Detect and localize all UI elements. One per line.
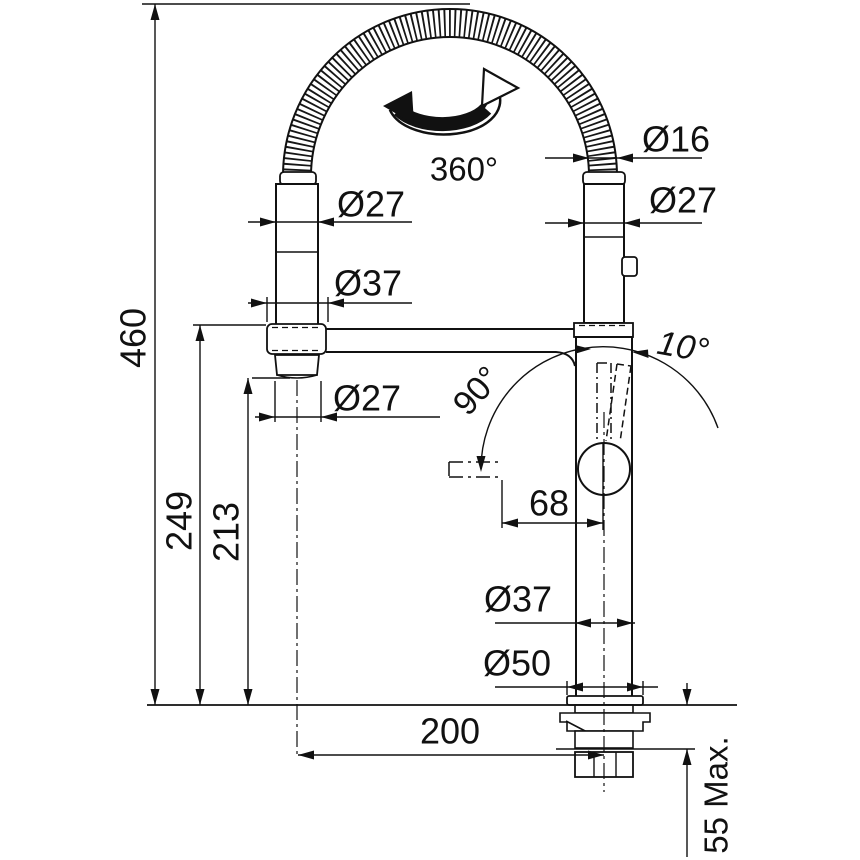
dim-body-top-diameter-label: Ø27 (649, 180, 717, 221)
dim-spout-height-label: 249 (159, 491, 200, 551)
mounting-base (559, 695, 651, 778)
dim-head-top-diameter-label: Ø27 (337, 184, 405, 225)
base-escutcheon-plate (566, 695, 644, 706)
rotation-360-icon (383, 67, 521, 136)
lever-vertical-position (596, 362, 612, 441)
rotation-arrowhead-solid (383, 91, 414, 124)
swivel-arm (326, 328, 576, 367)
spray-head-cylinder (275, 183, 319, 326)
flex-hose-arch (282, 8, 618, 177)
dim-outlet-height-label: 213 (206, 502, 247, 562)
centerlines (296, 380, 605, 792)
docking-collar-dashes (272, 326, 321, 352)
dim-lever-length-label: 68 (529, 483, 569, 524)
dim-hose-diameter-label: Ø16 (642, 119, 710, 160)
body-top-cylinder (583, 183, 625, 324)
spray-outlet (274, 354, 320, 376)
rotation-arrowhead-open (480, 67, 521, 108)
hose-ribs (283, 9, 617, 177)
dim-spout-reach-label: 200 (420, 711, 480, 752)
dim-holder-diameter-label: Ø37 (334, 263, 402, 304)
faucet-body (573, 171, 638, 699)
lever-swing-angle-label: 90° (446, 359, 509, 423)
spray-outlet-mouth (276, 374, 318, 379)
dim-outlet-diameter-label: Ø27 (333, 378, 401, 419)
dim-counter-thickness-label: 55 Max. (698, 736, 735, 853)
lever-horizontal-position (448, 461, 502, 478)
lever-tilt-angle-label: 10° (654, 324, 711, 370)
side-button (621, 256, 638, 277)
dim-total-height-label: 460 (113, 308, 154, 368)
spray-head (266, 171, 327, 379)
hose-outline (282, 8, 618, 177)
dim-base-diameter-label: Ø50 (483, 643, 551, 684)
base-clamp-bracket (559, 712, 651, 732)
swivel-angle-label: 360° (430, 151, 498, 188)
lever-tilted-position (605, 363, 632, 443)
dim-body-diameter-label: Ø37 (484, 579, 552, 620)
docking-collar (266, 323, 327, 355)
